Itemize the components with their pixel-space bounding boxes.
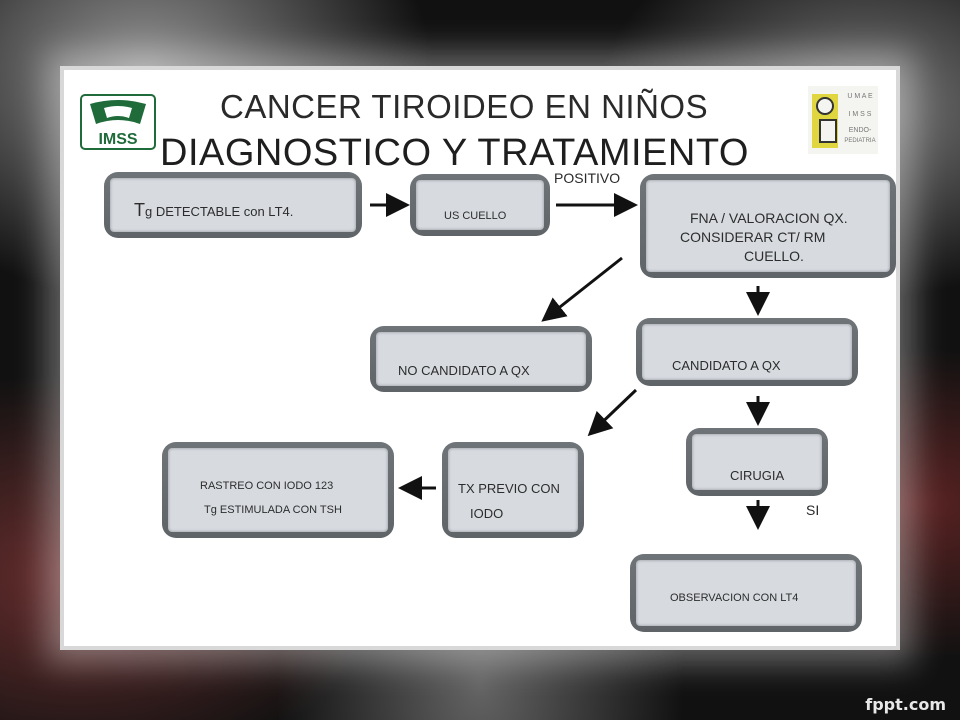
node-tg-detectable: Tg DETECTABLE con LT4. (104, 172, 362, 238)
watermark: fppt.com (865, 695, 946, 714)
node-tg-detectable-label: Tg DETECTABLE con LT4. (134, 200, 293, 221)
node-observacion: OBSERVACION CON LT4 (630, 554, 862, 632)
node-candidato-label: CANDIDATO A QX (672, 358, 781, 373)
title-line-2: DIAGNOSTICO Y TRATAMIENTO (160, 132, 749, 174)
node-candidato: CANDIDATO A QX (636, 318, 858, 386)
node-fna-line-2: CONSIDERAR CT/ RM (680, 229, 826, 245)
arrow-candidato-to-tx (587, 388, 638, 437)
arrow-fna-to-no-candidato (541, 256, 623, 322)
node-fna: FNA / VALORACION QX. CONSIDERAR CT/ RM C… (640, 174, 896, 278)
node-us-cuello-label: US CUELLO (444, 210, 507, 222)
node-no-candidato-label: NO CANDIDATO A QX (398, 363, 530, 378)
node-no-candidato: NO CANDIDATO A QX (370, 326, 592, 392)
node-rastreo: RASTREO CON IODO 123 Tg ESTIMULADA CON T… (162, 442, 394, 538)
node-cirugia: CIRUGIA (686, 428, 828, 496)
node-rastreo-line-1: RASTREO CON IODO 123 (200, 480, 334, 492)
node-cirugia-label: CIRUGIA (730, 468, 785, 483)
node-tx-previo-line-2: IODO (470, 506, 504, 521)
node-us-cuello: US CUELLO (410, 174, 550, 236)
node-tx-previo-line-1: TX PREVIO CON (458, 481, 560, 496)
svg-text:IMSS: IMSS (98, 131, 137, 148)
umae-logo: U M A E I M S S ENDO- PEDIATRIA (808, 86, 878, 154)
edge-label-positivo: POSITIVO (554, 170, 621, 186)
tg-big-letter: T (134, 200, 145, 220)
node-tx-previo: TX PREVIO CON IODO (442, 442, 584, 538)
title-line-1: CANCER TIROIDEO EN NIÑOS (220, 88, 709, 125)
svg-text:I M S S: I M S S (849, 111, 872, 118)
svg-text:U M A E: U M A E (847, 93, 873, 100)
node-observacion-label: OBSERVACION CON LT4 (670, 592, 799, 604)
svg-text:PEDIATRIA: PEDIATRIA (844, 138, 875, 144)
node-fna-line-1: FNA / VALORACION QX. (690, 210, 848, 226)
node-rastreo-line-2: Tg ESTIMULADA CON TSH (204, 504, 342, 516)
tg-rest-text: g DETECTABLE con LT4. (145, 204, 294, 219)
svg-text:ENDO-: ENDO- (849, 127, 872, 134)
edge-label-si: SI (806, 502, 820, 518)
imss-logo: IMSS (80, 94, 156, 150)
node-fna-line-3: CUELLO. (744, 248, 804, 264)
